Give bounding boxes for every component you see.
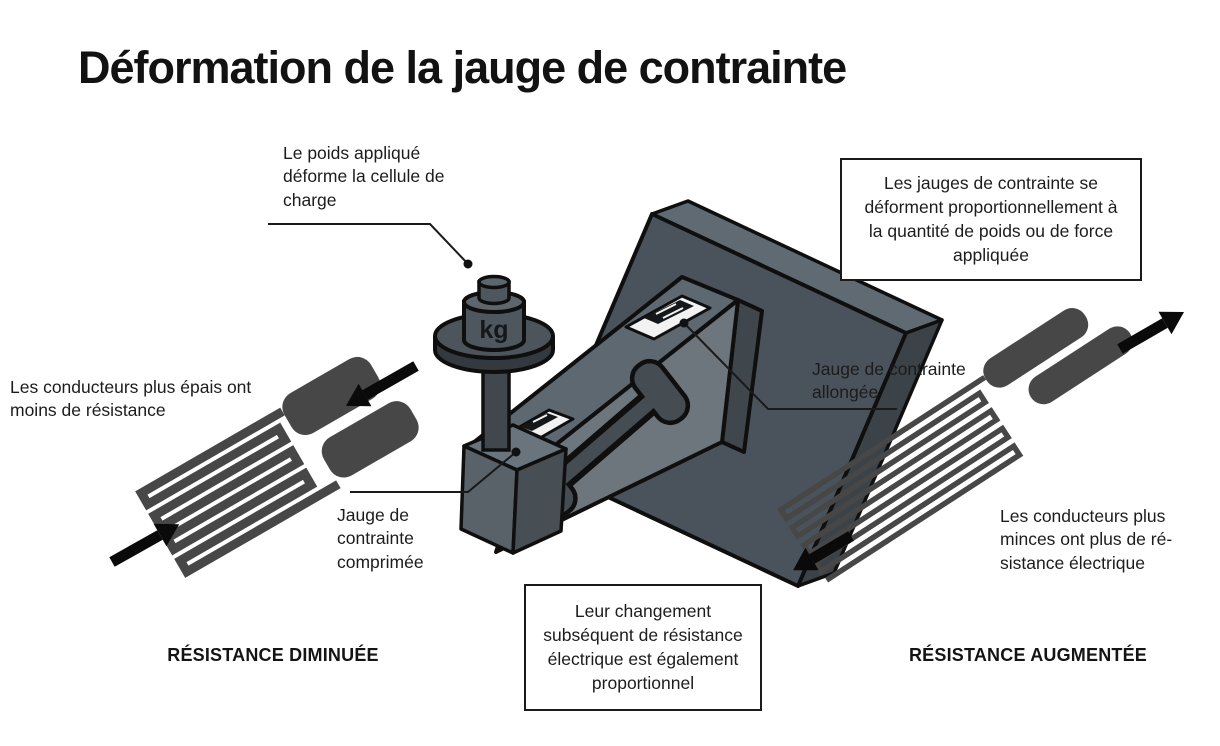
label-resistance-decreased: RÉSISTANCE DIMINUÉE (167, 645, 379, 665)
callout-weight-applied: Le poids appliqué déforme la cellule de … (283, 143, 445, 210)
compression-arrow-top (345, 361, 419, 407)
label-thin-conductors: Les conducteurs plus minces ont plus de … (1000, 506, 1173, 573)
weight-illustration: kg (433, 274, 555, 452)
weight-knob (477, 274, 511, 306)
box-proportional-deformation: Les jauges de contrainte se déforment pr… (840, 158, 1142, 281)
beam-foot-block (459, 423, 568, 555)
label-gauge-compressed: Jauge de contrainte comprimée (337, 505, 424, 572)
leader-compressed (350, 451, 517, 493)
compression-arrows (109, 361, 419, 567)
label-gauge-stretched: Jauge de contrainte allongée (812, 359, 966, 403)
tension-arrows (793, 311, 1184, 571)
label-thick-conductors: Les conducteurs plus épais ont moins de … (10, 377, 252, 421)
leader-stretched (683, 322, 897, 410)
compressed-gauge-graphic (135, 356, 419, 578)
compression-arrow-bottom (109, 523, 180, 567)
leader-dots (463, 259, 689, 457)
stretched-gauge-graphic (777, 308, 1133, 583)
stretched-gauge-chip (624, 294, 712, 341)
leader-lines (268, 223, 897, 493)
leader-weight (268, 223, 469, 265)
box-subsequent-change: Leur changement subséquent de résistance… (524, 584, 762, 711)
tension-arrow-bottom (793, 531, 854, 571)
weight-unit-label: kg (479, 316, 508, 344)
page-title: Déformation de la jauge de contrainte (78, 42, 847, 94)
tension-arrow-top (1117, 311, 1184, 354)
label-resistance-increased: RÉSISTANCE AUGMENTÉE (908, 645, 1148, 665)
